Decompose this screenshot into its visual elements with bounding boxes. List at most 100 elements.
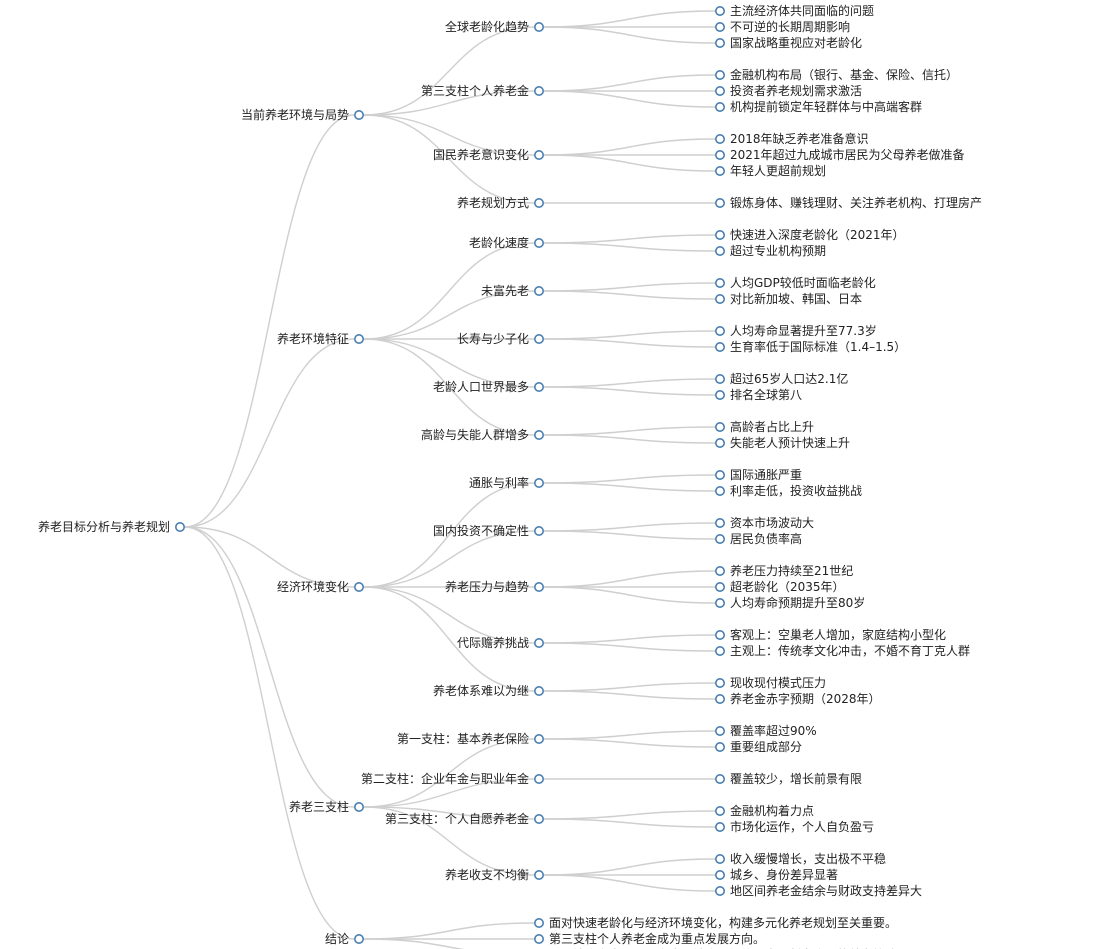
node-toggle-circle[interactable] bbox=[714, 469, 725, 480]
mindmap-leaf-node[interactable]: 不可逆的长期周期影响 bbox=[714, 19, 850, 34]
mindmap-branch-node[interactable]: 养老体系难以为继 bbox=[433, 683, 544, 698]
node-toggle-circle[interactable] bbox=[533, 773, 544, 784]
mindmap-leaf-node[interactable]: 2021年超过九成城市居民为父母养老做准备 bbox=[714, 147, 965, 162]
mindmap-leaf-node[interactable]: 国家战略重视应对老龄化 bbox=[714, 35, 862, 50]
node-toggle-circle[interactable] bbox=[714, 246, 725, 257]
node-toggle-circle[interactable] bbox=[714, 421, 725, 432]
mindmap-leaf-node[interactable]: 超过专业机构预期 bbox=[714, 243, 826, 258]
node-toggle-circle[interactable] bbox=[533, 429, 544, 440]
node-toggle-circle[interactable] bbox=[533, 685, 544, 696]
node-toggle-circle[interactable] bbox=[714, 86, 725, 97]
mindmap-leaf-node[interactable]: 城乡、身份差异显著 bbox=[714, 867, 838, 882]
node-toggle-circle[interactable] bbox=[714, 597, 725, 608]
mindmap-leaf-node[interactable]: 客观上：空巢老人增加，家庭结构小型化 bbox=[714, 627, 946, 642]
mindmap-leaf-node[interactable]: 排名全球第八 bbox=[714, 387, 802, 402]
node-toggle-circle[interactable] bbox=[714, 517, 725, 528]
node-toggle-circle[interactable] bbox=[714, 389, 725, 400]
mindmap-branch-node[interactable]: 老龄化速度 bbox=[469, 235, 544, 250]
node-toggle-circle[interactable] bbox=[353, 801, 364, 812]
node-toggle-circle[interactable] bbox=[353, 110, 364, 121]
mindmap-branch-node[interactable]: 国民养老意识变化 bbox=[433, 147, 544, 162]
mindmap-branch-node[interactable]: 养老三支柱 bbox=[289, 799, 364, 814]
node-toggle-circle[interactable] bbox=[714, 277, 725, 288]
node-toggle-circle[interactable] bbox=[714, 725, 725, 736]
node-toggle-circle[interactable] bbox=[533, 333, 544, 344]
node-toggle-circle[interactable] bbox=[714, 21, 725, 32]
node-toggle-circle[interactable] bbox=[533, 238, 544, 249]
mindmap-branch-node[interactable]: 通胀与利率 bbox=[469, 475, 544, 490]
mindmap-leaf-node[interactable]: 金融机构着力点 bbox=[714, 803, 814, 818]
mindmap-branch-node[interactable]: 未富先老 bbox=[481, 283, 544, 298]
mindmap-branch-node[interactable]: 养老收支不均衡 bbox=[445, 867, 544, 882]
mindmap-branch-node[interactable]: 经济环境变化 bbox=[277, 579, 364, 594]
mindmap-leaf-node[interactable]: 地区间养老金结余与财政支持差异大 bbox=[714, 883, 922, 898]
mindmap-branch-node[interactable]: 养老规划方式 bbox=[457, 195, 544, 210]
node-toggle-circle[interactable] bbox=[714, 869, 725, 880]
mindmap-branch-node[interactable]: 第一支柱：基本养老保险 bbox=[397, 731, 544, 746]
mindmap-leaf-node[interactable]: 面对快速老龄化与经济环境变化，构建多元化养老规划至关重要。 bbox=[533, 915, 897, 930]
node-toggle-circle[interactable] bbox=[714, 741, 725, 752]
mindmap-branch-node[interactable]: 养老目标分析与养老规划 bbox=[38, 519, 186, 534]
mindmap-branch-node[interactable]: 养老压力与趋势 bbox=[445, 579, 544, 594]
mindmap-branch-node[interactable]: 当前养老环境与局势 bbox=[241, 107, 364, 122]
mindmap-leaf-node[interactable]: 快速进入深度老龄化（2021年） bbox=[714, 227, 905, 242]
node-toggle-circle[interactable] bbox=[533, 86, 544, 97]
node-toggle-circle[interactable] bbox=[714, 150, 725, 161]
mindmap-leaf-node[interactable]: 养老金赤字预期（2028年） bbox=[714, 691, 881, 706]
node-toggle-circle[interactable] bbox=[714, 773, 725, 784]
node-toggle-circle[interactable] bbox=[533, 198, 544, 209]
node-toggle-circle[interactable] bbox=[714, 134, 725, 145]
node-toggle-circle[interactable] bbox=[714, 325, 725, 336]
node-toggle-circle[interactable] bbox=[533, 21, 544, 32]
node-toggle-circle[interactable] bbox=[533, 869, 544, 880]
mindmap-leaf-node[interactable]: 养老压力持续至21世纪 bbox=[714, 563, 853, 578]
mindmap-leaf-node[interactable]: 金融机构布局（银行、基金、保险、信托） bbox=[714, 67, 958, 82]
mindmap-leaf-node[interactable]: 人均寿命显著提升至77.3岁 bbox=[714, 323, 877, 338]
mindmap-leaf-node[interactable]: 居民负债率高 bbox=[714, 531, 802, 546]
node-toggle-circle[interactable] bbox=[533, 525, 544, 536]
mindmap-leaf-node[interactable]: 锻炼身体、赚钱理财、关注养老机构、打理房产 bbox=[714, 195, 982, 210]
mindmap-branch-node[interactable]: 国内投资不确定性 bbox=[433, 523, 544, 538]
mindmap-branch-node[interactable]: 第二支柱：企业年金与职业年金 bbox=[361, 771, 544, 786]
node-toggle-circle[interactable] bbox=[714, 565, 725, 576]
mindmap-leaf-node[interactable]: 主观上：传统孝文化冲击，不婚不育丁克人群 bbox=[714, 643, 970, 658]
mindmap-leaf-node[interactable]: 机构提前锁定年轻群体与中高端客群 bbox=[714, 99, 922, 114]
mindmap-leaf-node[interactable]: 重要组成部分 bbox=[714, 739, 802, 754]
mindmap-leaf-node[interactable]: 超老龄化（2035年） bbox=[714, 579, 845, 594]
node-toggle-circle[interactable] bbox=[714, 629, 725, 640]
mindmap-leaf-node[interactable]: 国际通胀严重 bbox=[714, 468, 802, 482]
mindmap-leaf-node[interactable]: 2018年缺乏养老准备意识 bbox=[714, 131, 869, 146]
mindmap-leaf-node[interactable]: 现收现付模式压力 bbox=[714, 676, 826, 690]
node-toggle-circle[interactable] bbox=[714, 373, 725, 384]
node-toggle-circle[interactable] bbox=[714, 166, 725, 177]
node-toggle-circle[interactable] bbox=[714, 853, 725, 864]
node-toggle-circle[interactable] bbox=[714, 821, 725, 832]
mindmap-leaf-node[interactable]: 收入缓慢增长，支出极不平稳 bbox=[714, 851, 886, 866]
mindmap-leaf-node[interactable]: 超过65岁人口达2.1亿 bbox=[714, 371, 849, 386]
mindmap-leaf-node[interactable]: 资本市场波动大 bbox=[714, 515, 814, 530]
mindmap-branch-node[interactable]: 老龄人口世界最多 bbox=[433, 380, 544, 394]
node-toggle-circle[interactable] bbox=[533, 933, 544, 944]
mindmap-leaf-node[interactable]: 覆盖较少，增长前景有限 bbox=[714, 771, 862, 786]
node-toggle-circle[interactable] bbox=[714, 485, 725, 496]
node-toggle-circle[interactable] bbox=[533, 381, 544, 392]
node-toggle-circle[interactable] bbox=[714, 341, 725, 352]
node-toggle-circle[interactable] bbox=[714, 645, 725, 656]
node-toggle-circle[interactable] bbox=[353, 333, 364, 344]
node-toggle-circle[interactable] bbox=[533, 150, 544, 161]
node-toggle-circle[interactable] bbox=[533, 477, 544, 488]
node-toggle-circle[interactable] bbox=[714, 437, 725, 448]
node-toggle-circle[interactable] bbox=[714, 198, 725, 209]
node-toggle-circle[interactable] bbox=[533, 813, 544, 824]
mindmap-leaf-node[interactable]: 对比新加坡、韩国、日本 bbox=[714, 291, 862, 306]
node-toggle-circle[interactable] bbox=[533, 285, 544, 296]
mindmap-leaf-node[interactable]: 投资者养老规划需求激活 bbox=[714, 83, 862, 98]
node-toggle-circle[interactable] bbox=[714, 693, 725, 704]
node-toggle-circle[interactable] bbox=[714, 581, 725, 592]
node-toggle-circle[interactable] bbox=[353, 933, 364, 944]
node-toggle-circle[interactable] bbox=[353, 581, 364, 592]
mindmap-leaf-node[interactable]: 失能老人预计快速上升 bbox=[714, 435, 850, 450]
node-toggle-circle[interactable] bbox=[714, 70, 725, 81]
mindmap-leaf-node[interactable]: 人均寿命预期提升至80岁 bbox=[714, 595, 865, 610]
node-toggle-circle[interactable] bbox=[714, 293, 725, 304]
